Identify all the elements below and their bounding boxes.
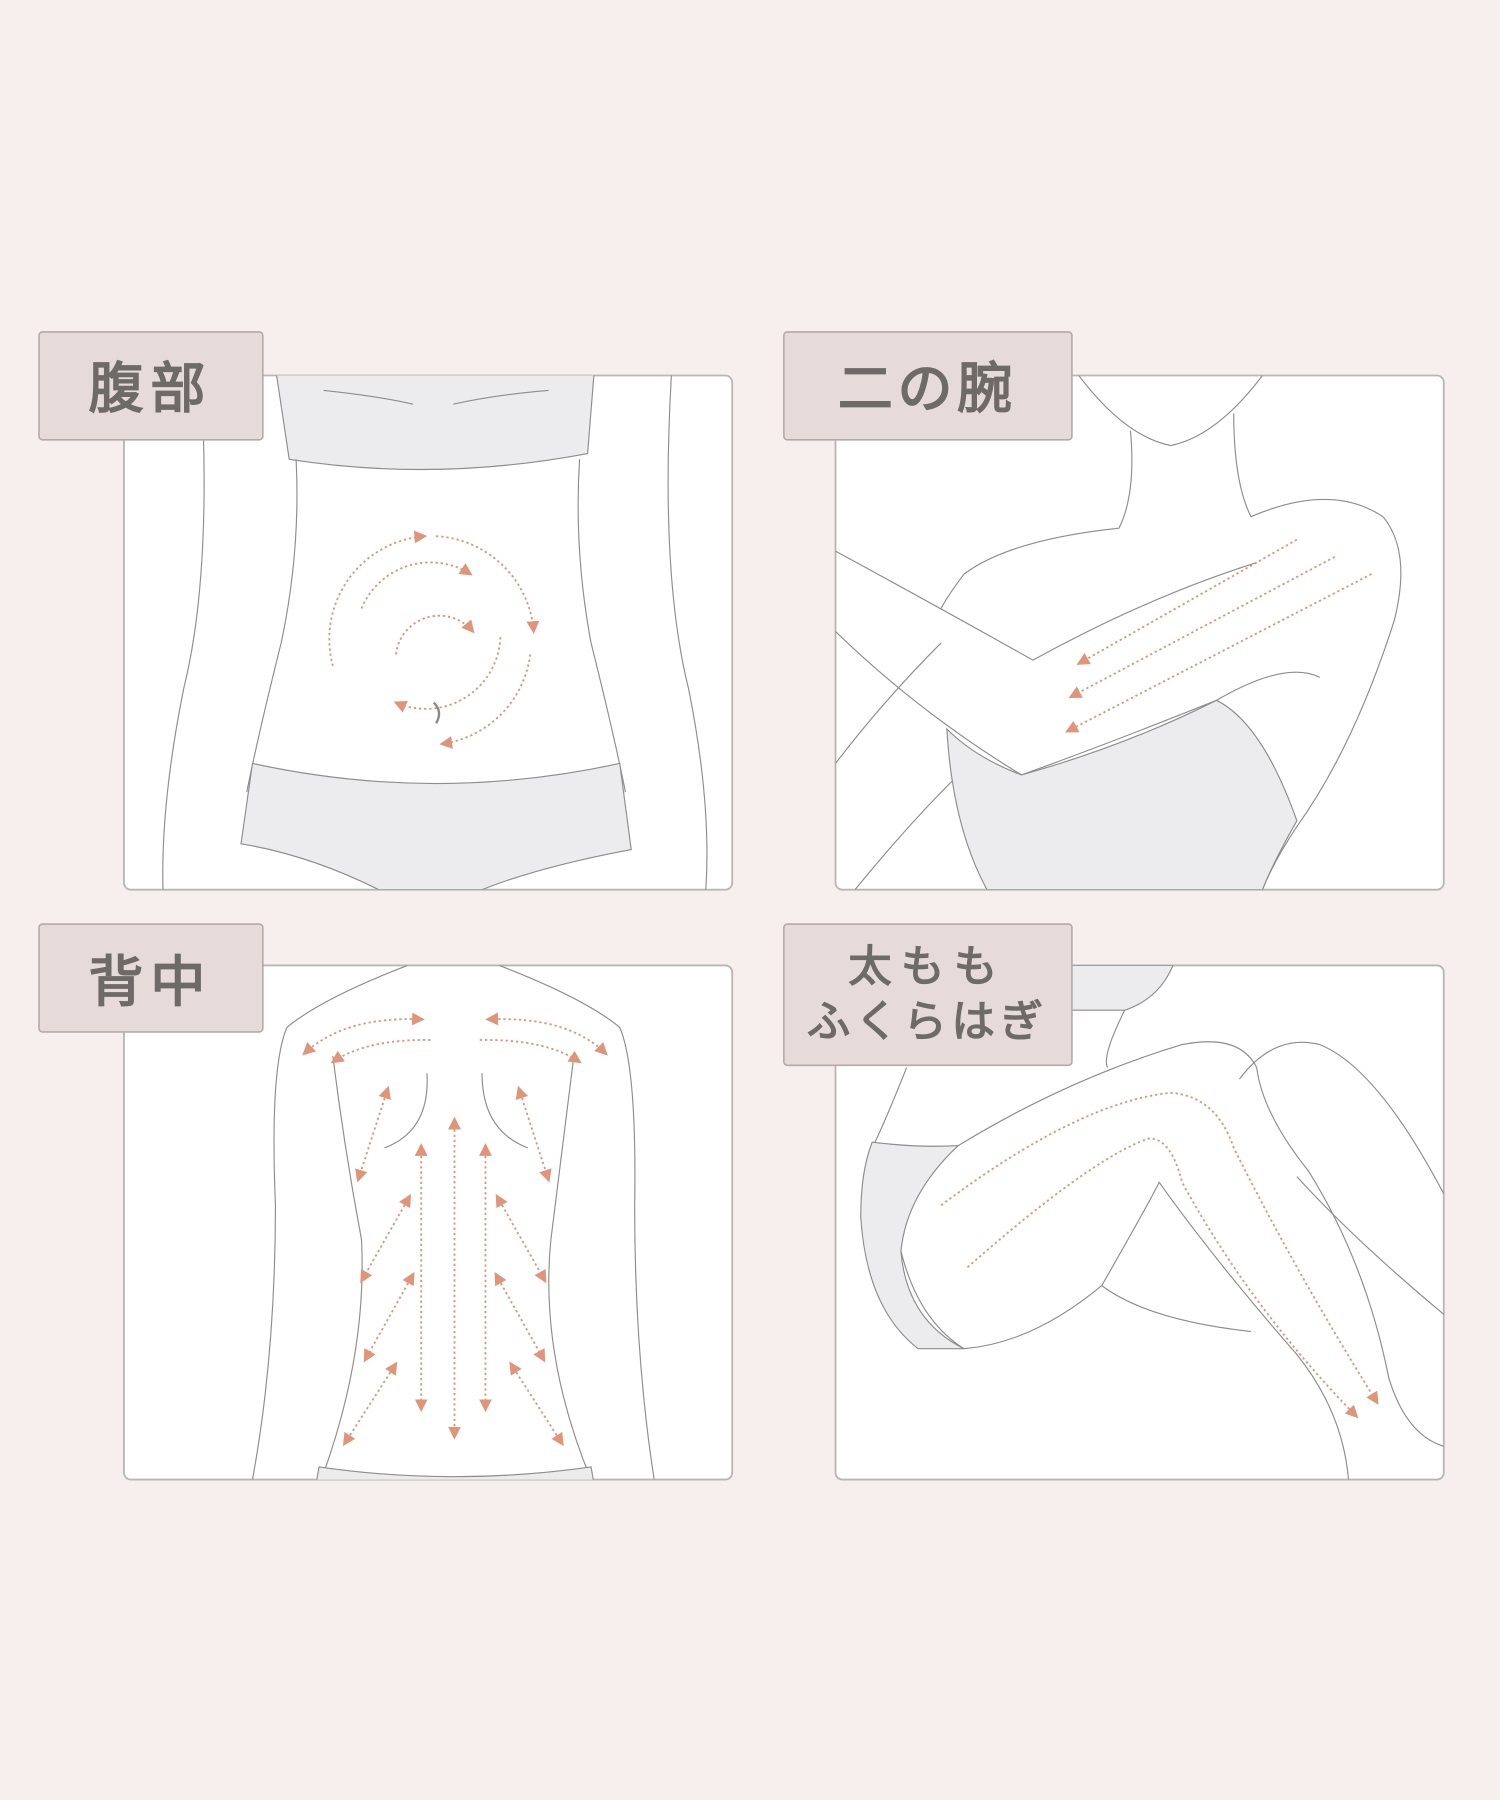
label-upper-arm-text: 二の腕: [838, 357, 1017, 421]
back-massage-arrows: [302, 1012, 608, 1447]
label-abdomen-text: 腹部: [88, 357, 212, 421]
panel-abdomen: [123, 374, 734, 891]
label-back-text: 背中: [88, 950, 212, 1014]
upper-arm-massage-arrows: [1065, 538, 1372, 733]
label-legs: 太もも ふくらはぎ: [783, 923, 1073, 1067]
legs-figure: [860, 965, 1444, 1480]
upper-arm-figure: [835, 375, 1402, 890]
navel: [432, 701, 441, 724]
label-legs-line-1: 太もも: [848, 942, 1006, 992]
label-back: 背中: [38, 923, 264, 1033]
circular-massage-arrows: [328, 530, 540, 749]
label-abdomen: 腹部: [38, 331, 264, 441]
panel-upper-arm: [834, 374, 1445, 891]
abdomen-figure: [162, 375, 708, 890]
panel-back: [123, 964, 734, 1481]
label-legs-line-2: ふくらはぎ: [807, 998, 1048, 1048]
legs-massage-arrows: [940, 1091, 1379, 1419]
back-figure: [251, 965, 655, 1480]
panel-legs: [834, 964, 1445, 1481]
label-upper-arm: 二の腕: [783, 331, 1073, 441]
